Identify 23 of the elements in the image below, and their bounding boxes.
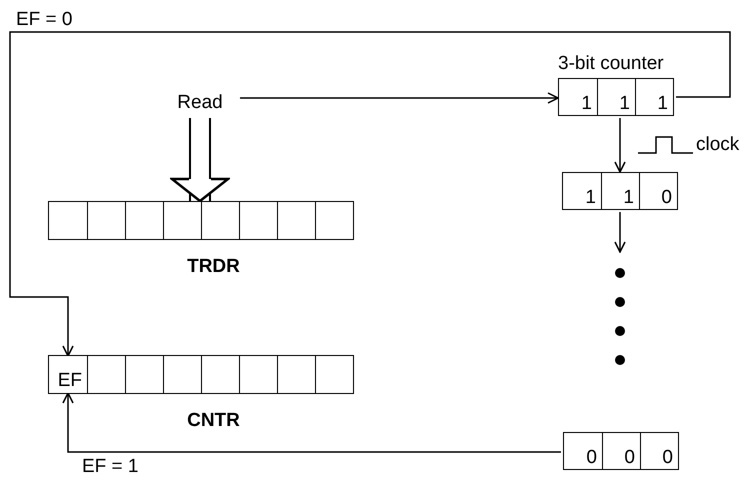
arrow: [614, 212, 626, 253]
register-cell: 1: [563, 173, 601, 209]
arrow: [240, 92, 559, 104]
register-title: 3-bit counter: [558, 54, 664, 73]
register-cell: 0: [640, 433, 678, 469]
register-cell: 1: [597, 79, 635, 115]
signal-label: clock: [696, 135, 740, 154]
hollow-arrow: [170, 118, 230, 202]
arrow: [62, 392, 561, 453]
signal-label: Read: [162, 90, 238, 116]
register-cell: EF: [49, 356, 87, 392]
register-cell: 0: [564, 433, 602, 469]
counter-register: [563, 432, 679, 470]
register-cell: 1: [601, 173, 639, 209]
register-cell: 0: [639, 173, 677, 209]
register-name: CNTR: [187, 411, 240, 430]
register-cell: 1: [635, 79, 673, 115]
register-name: TRDR: [187, 257, 240, 276]
arrow: [9, 31, 731, 357]
arrow: [614, 118, 626, 173]
register-cell: 1: [559, 79, 597, 115]
register-cell: 0: [602, 433, 640, 469]
counter-register: [562, 172, 678, 210]
